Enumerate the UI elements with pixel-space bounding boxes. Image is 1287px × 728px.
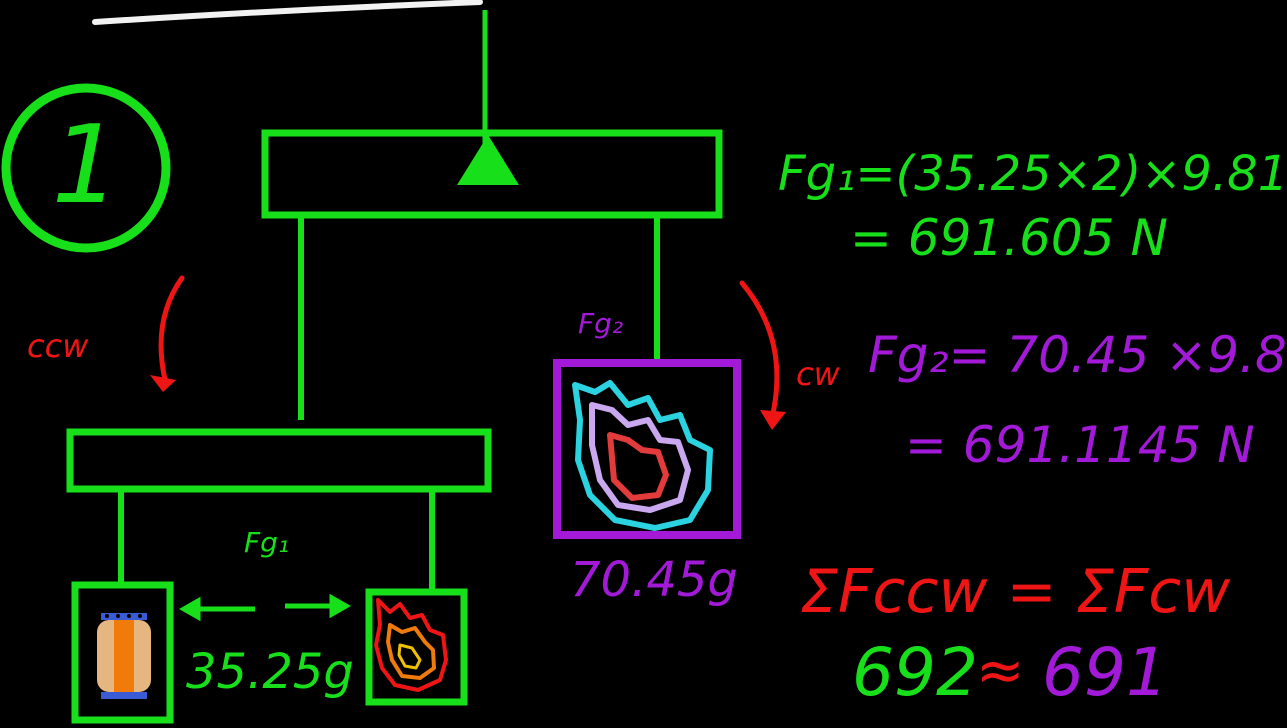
fg1-label: Fg₁ (244, 526, 289, 559)
distance-arrows (178, 593, 352, 622)
lower-beam (66, 428, 492, 493)
large-fire-box (553, 359, 741, 539)
fg2-equation-line2: = 691.1145 N (905, 416, 1255, 474)
left-mass-label: 35.25g (186, 644, 354, 700)
fg2-label: Fg₂ (578, 307, 623, 340)
top-beam (261, 129, 723, 219)
fire-icon (572, 380, 713, 531)
barrel-icon (97, 613, 151, 699)
result-approx: ≈ (976, 636, 1025, 704)
ccw-arrow (158, 275, 185, 383)
barrel-box (71, 581, 174, 724)
problem-number: 1 (52, 103, 121, 228)
small-fire-box (365, 588, 468, 706)
right-mass-label: 70.45g (570, 552, 738, 608)
torque-sum-equation: ΣFccw = ΣFcw (800, 557, 1231, 627)
ccw-arrow-head (150, 375, 176, 392)
cw-arrow-head (760, 410, 786, 430)
fire-icon (374, 598, 448, 692)
result-right: 691 (1042, 634, 1168, 711)
chalk-stroke (92, 0, 483, 25)
fg1-equation-line2: = 691.605 N (850, 209, 1168, 267)
fg2-equation-line1: Fg₂= 70.45 ×9.81 (868, 326, 1287, 384)
ccw-label: ccw (27, 327, 89, 365)
cw-label: cw (796, 355, 841, 393)
cw-arrow (739, 280, 780, 421)
fg1-equation-line1: Fg₁=(35.25×2)×9.81 (778, 146, 1287, 202)
fulcrum-triangle (457, 135, 519, 185)
result-left: 692 (852, 634, 978, 711)
problem-number-badge: 1 (1, 83, 171, 253)
